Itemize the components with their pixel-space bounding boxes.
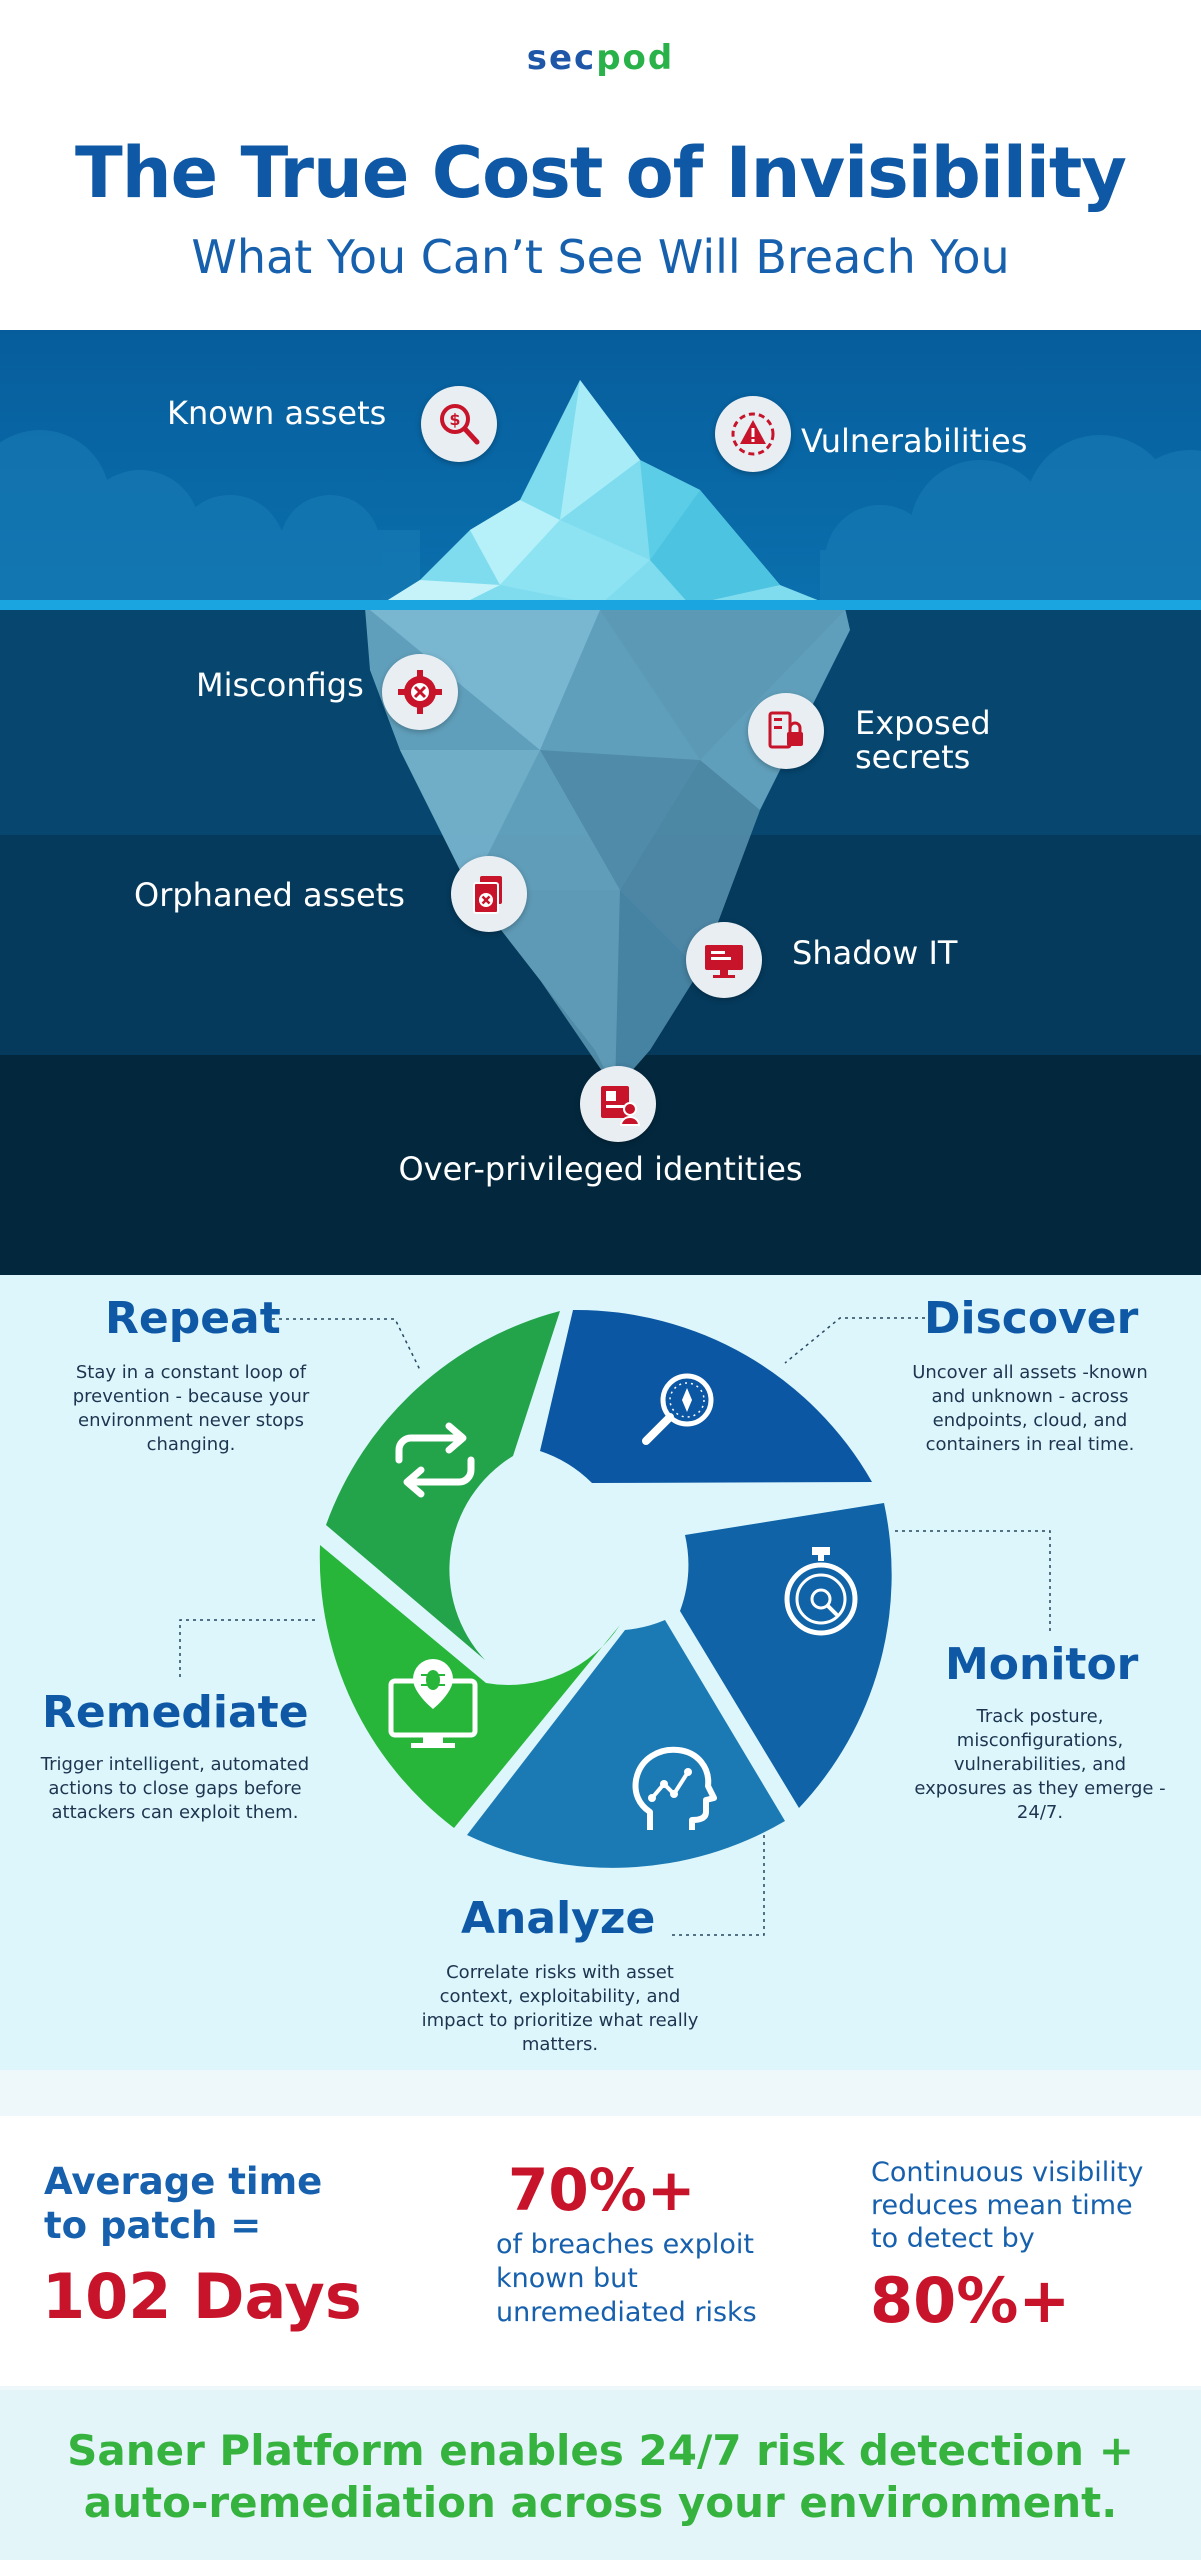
remediate-bug-monitor-icon <box>383 1655 483 1759</box>
monitor-stopwatch-icon <box>776 1543 866 1647</box>
segment-remediate[interactable] <box>319 1545 620 1828</box>
cycle-section: Repeat Stay in a constant loop of preven… <box>0 1275 1201 2070</box>
visibility-value: 80%+ <box>870 2264 1071 2337</box>
warning-triangle-icon <box>715 396 791 472</box>
footer-banner: Saner Platform enables 24/7 risk detecti… <box>0 2390 1201 2560</box>
monitor-desc: Track posture, misconfigurations, vulner… <box>914 1706 1166 1823</box>
gear-x-icon <box>382 654 458 730</box>
label-known-assets: Known assets <box>167 394 387 432</box>
monitor-title: Monitor <box>945 1639 1139 1690</box>
header: secpod The True Cost of Invisibility Wha… <box>0 0 1201 330</box>
search-dollar-icon: $ <box>421 386 497 462</box>
segment-monitor[interactable] <box>680 1503 892 1808</box>
label-shadow-it: Shadow IT <box>792 934 958 972</box>
breach-value: 70%+ <box>508 2156 696 2224</box>
discover-search-icon <box>632 1360 727 1459</box>
segment-discover[interactable] <box>540 1309 872 1483</box>
label-orphaned-assets: Orphaned assets <box>134 876 405 914</box>
iceberg-illustration <box>0 330 1201 1275</box>
svg-text:$: $ <box>449 410 460 429</box>
footer-line-1: Saner Platform enables 24/7 risk detecti… <box>67 2426 1134 2475</box>
footer-line-2: auto-remediation across your environment… <box>83 2478 1118 2527</box>
patch-value: 102 Days <box>42 2260 362 2333</box>
analyze-desc: Correlate risks with asset context, expl… <box>421 1962 699 2055</box>
analyze-brain-head-icon <box>620 1740 720 1844</box>
discover-desc: Uncover all assets -known and unknown - … <box>912 1362 1148 1455</box>
label-misconfigs: Misconfigs <box>196 666 364 704</box>
repeat-desc: Stay in a constant loop of prevention - … <box>72 1362 310 1455</box>
secpod-logo[interactable]: secpod <box>526 38 675 78</box>
identity-badge-icon <box>580 1066 656 1142</box>
orphaned-file-icon <box>451 856 527 932</box>
page-title: The True Cost of Invisibility <box>75 132 1127 214</box>
secret-book-icon <box>748 693 824 769</box>
shadow-monitor-icon <box>686 922 762 998</box>
label-vulnerabilities: Vulnerabilities <box>801 422 1028 460</box>
remediate-desc: Trigger intelligent, automated actions t… <box>40 1754 310 1823</box>
iceberg-section: Known assets $ Vulnerabilities Misconfig… <box>0 330 1201 1275</box>
page-subtitle: What You Can’t See Will Breach You <box>191 230 1010 284</box>
discover-title: Discover <box>924 1293 1139 1344</box>
label-over-privileged: Over-privileged identities <box>398 1150 803 1188</box>
repeat-loop-icon <box>385 1420 485 1504</box>
remediate-title: Remediate <box>42 1687 309 1738</box>
analyze-title: Analyze <box>461 1893 656 1944</box>
repeat-title: Repeat <box>105 1293 281 1344</box>
